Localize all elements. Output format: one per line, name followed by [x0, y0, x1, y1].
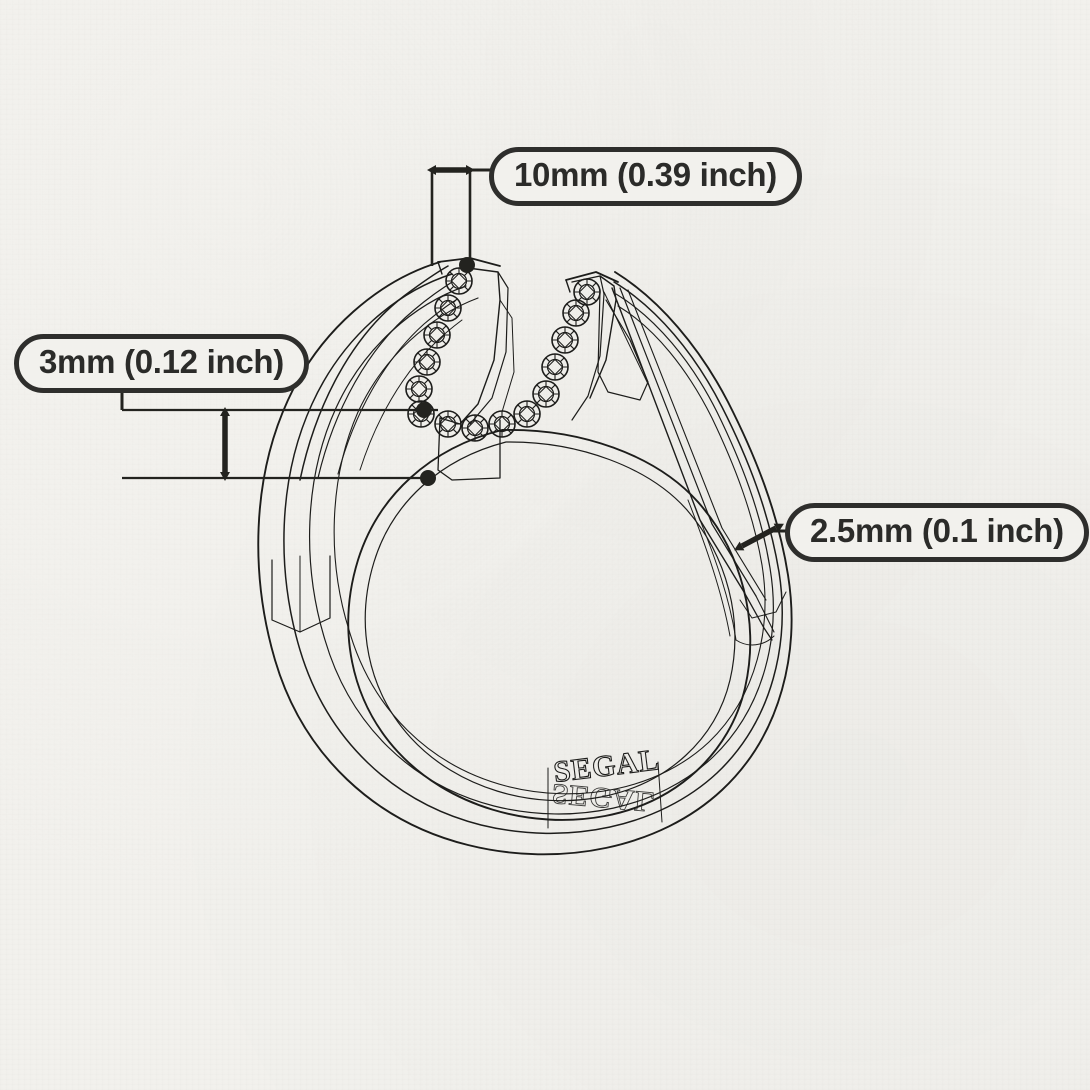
left-shoulder: [299, 265, 463, 481]
svg-text:SEGAL: SEGAL: [551, 777, 657, 818]
width-reference-point: [459, 257, 475, 273]
height-reference-point-top: [416, 402, 432, 418]
band-left-endcap: [271, 555, 331, 633]
shank-outer-contours: [257, 261, 793, 856]
finger-hole: [347, 429, 752, 821]
setting-left-facet: [437, 267, 515, 481]
engraving-panel: [547, 761, 663, 829]
dimension-label-height: 3mm (0.12 inch): [14, 334, 309, 393]
dimension-label-width: 10mm (0.39 inch): [489, 147, 802, 206]
band-right-endcap: [735, 591, 787, 646]
pave-stone-row-left: [405, 267, 473, 428]
ring-body: [257, 257, 793, 856]
band-engraving: SEGAL SEGAL: [550, 743, 662, 819]
dimension-thickness: [734, 523, 790, 551]
dimension-width: [427, 165, 492, 273]
right-band-sweep: [687, 499, 775, 641]
dimension-label-thickness: 2.5mm (0.1 inch): [785, 503, 1089, 562]
dimension-height: [120, 386, 438, 486]
height-reference-point-bottom: [420, 470, 436, 486]
